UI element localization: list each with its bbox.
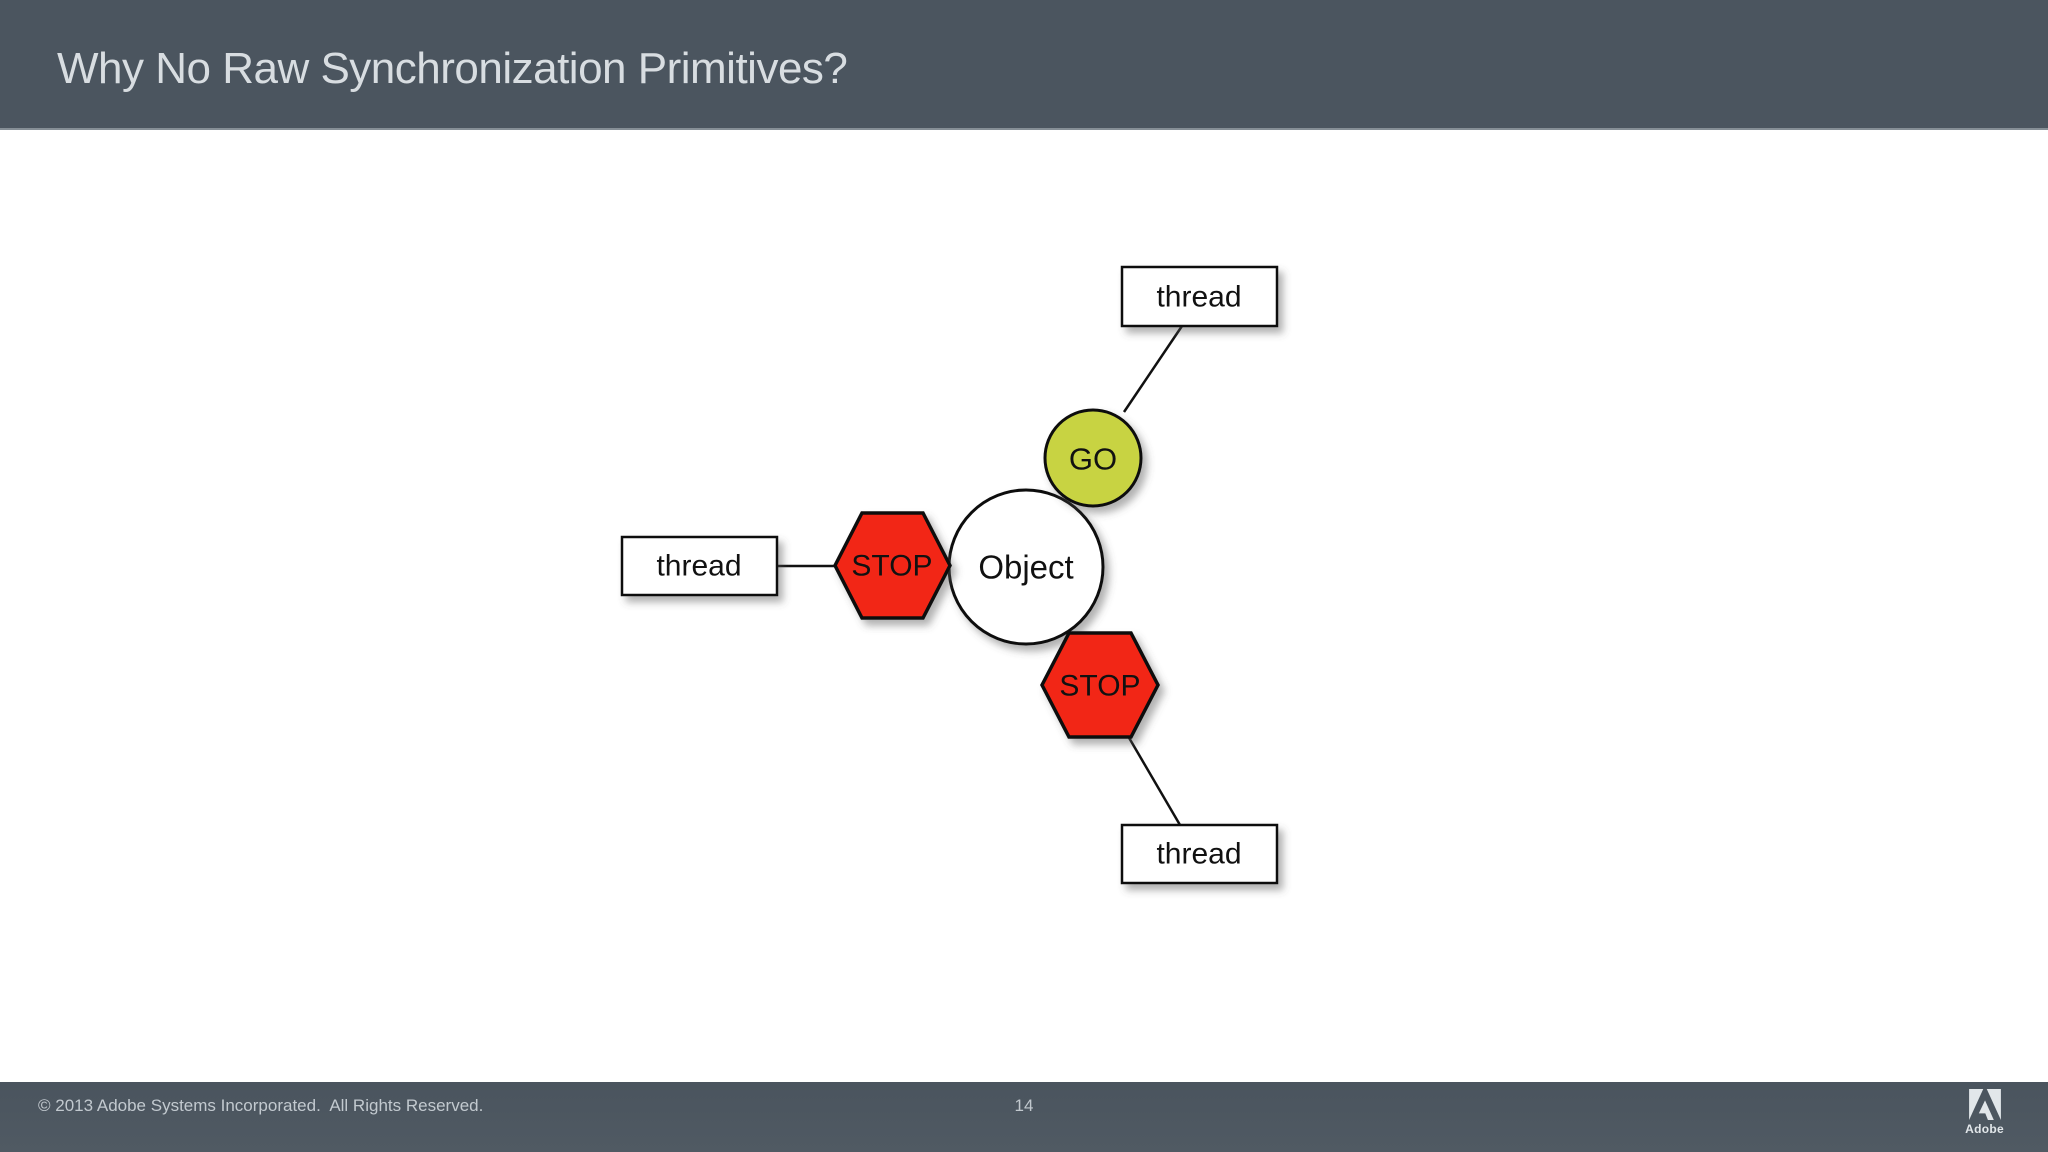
slide-body: thread thread thread Object GO [0,130,2048,1082]
adobe-logo-icon [1968,1089,2001,1120]
connector-bottom-stop-to-thread [1126,735,1182,826]
stop-hexagon-left: STOP [833,511,952,620]
object-circle: Object [947,488,1105,646]
sync-primitives-diagram: thread thread thread Object GO [620,265,1279,885]
thread-box-left-label: thread [656,550,741,583]
slide-header: Why No Raw Synchronization Primitives? [0,0,2048,130]
thread-box-top-label: thread [1156,281,1241,314]
thread-box-left: thread [620,535,779,597]
stop-hexagon-left-label: STOP [851,550,932,583]
stop-hexagon-bottom-label: STOP [1059,670,1140,703]
adobe-logo: Adobe [1965,1089,2004,1136]
slide-footer: © 2013 Adobe Systems Incorporated. All R… [0,1082,2048,1152]
connector-top-thread-to-go [1122,325,1184,413]
thread-box-bottom-label: thread [1156,838,1241,871]
thread-box-bottom: thread [1120,823,1279,885]
adobe-logo-wordmark: Adobe [1965,1122,2004,1136]
go-circle-label: GO [1069,442,1117,477]
copyright-text: © 2013 Adobe Systems Incorporated. All R… [38,1096,484,1115]
page-title: Why No Raw Synchronization Primitives? [57,44,848,93]
go-circle: GO [1043,408,1143,508]
page-number: 14 [1014,1096,1034,1115]
object-circle-label: Object [978,549,1073,586]
stop-hexagon-bottom: STOP [1040,631,1160,739]
thread-box-top: thread [1120,265,1279,328]
